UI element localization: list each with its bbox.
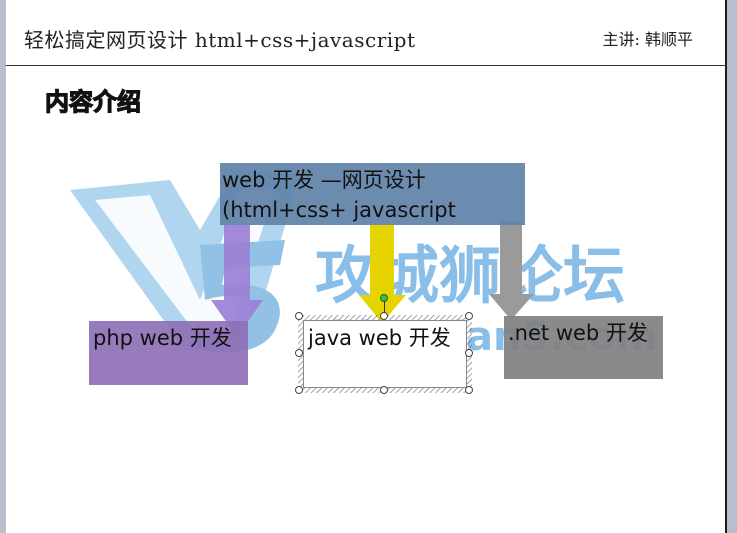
- resize-handle-bottom[interactable]: [380, 386, 388, 394]
- slide-right-border: [727, 0, 737, 533]
- resize-handle-top-left[interactable]: [295, 312, 303, 320]
- slide-top-edge: [0, 0, 737, 6]
- java-down-arrow[interactable]: [358, 225, 408, 325]
- resize-handle-top[interactable]: [380, 312, 388, 320]
- resize-handle-bottom-left[interactable]: [295, 386, 303, 394]
- box-java-web[interactable]: java web 开发: [303, 320, 467, 388]
- header-divider: [6, 65, 727, 66]
- top-box-web-development[interactable]: web 开发 —网页设计 (html+css+ javascript: [220, 163, 525, 225]
- resize-handle-left[interactable]: [295, 349, 303, 357]
- rotation-handle-stem: [384, 301, 385, 315]
- slide-header-presenter: 主讲: 韩顺平: [602, 30, 693, 49]
- php-down-arrow[interactable]: [210, 225, 265, 340]
- slide-right-shadow: [725, 0, 727, 533]
- slide-header-title: 轻松搞定网页设计 html+css+javascript: [24, 28, 416, 52]
- slide-left-border: [0, 0, 6, 533]
- resize-handle-top-right[interactable]: [465, 312, 473, 320]
- section-title: 内容介绍: [44, 87, 141, 116]
- resize-handle-right[interactable]: [465, 349, 473, 357]
- box-net-web[interactable]: .net web 开发: [504, 316, 663, 379]
- resize-handle-bottom-right[interactable]: [465, 386, 473, 394]
- box-php-web[interactable]: php web 开发: [89, 321, 248, 385]
- net-down-arrow[interactable]: [488, 222, 536, 322]
